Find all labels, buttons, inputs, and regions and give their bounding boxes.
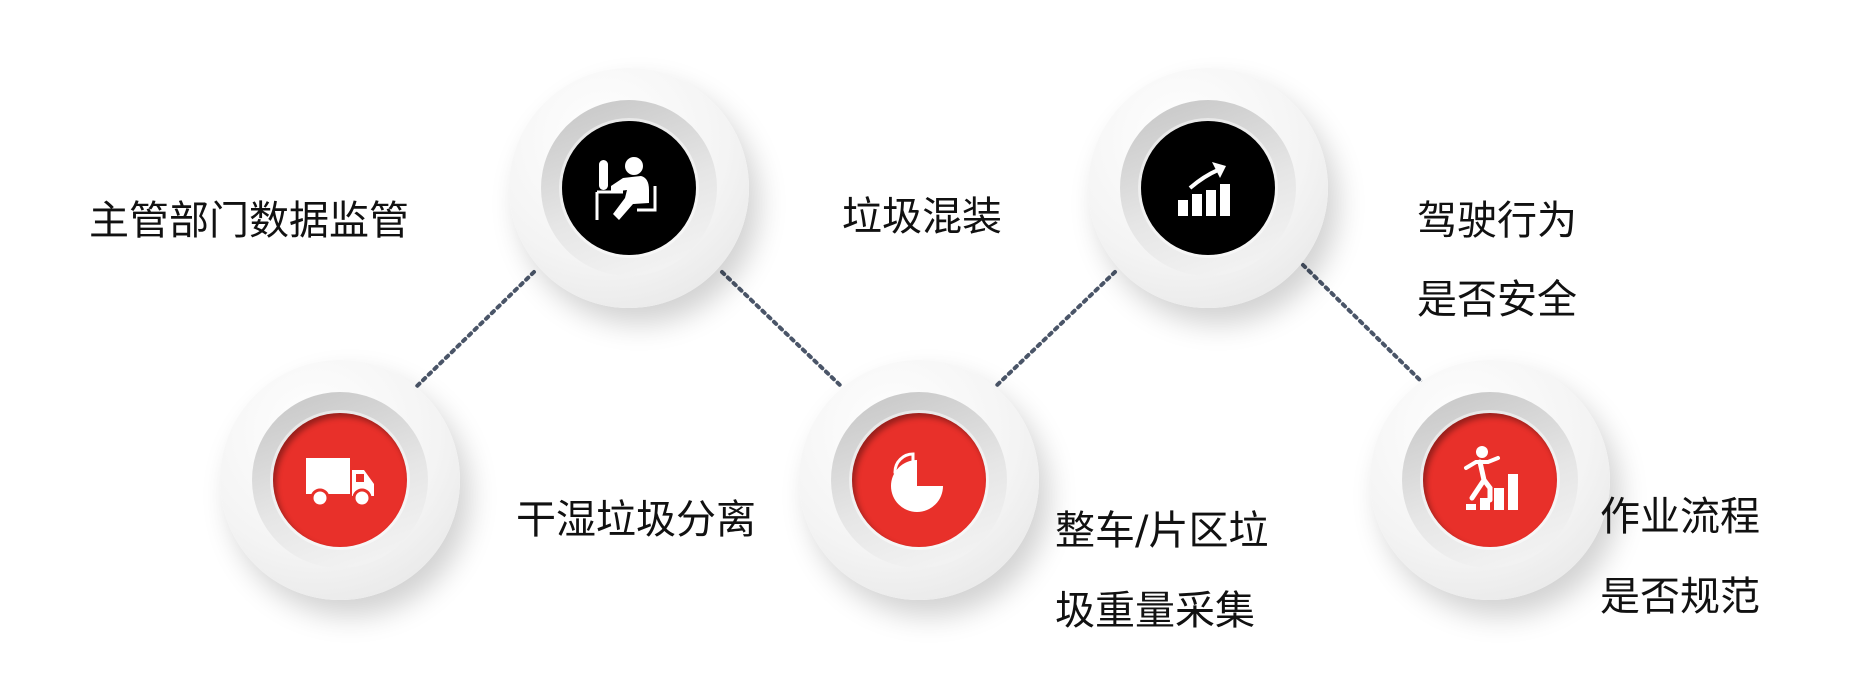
label-driving-1: 驾驶行为 [1417, 198, 1577, 244]
connector-line [992, 270, 1117, 390]
connector-line [1301, 263, 1430, 390]
connector-line [720, 270, 845, 390]
person-climbing-stairs-icon [1464, 446, 1518, 510]
label-process-2: 是否规范 [1600, 574, 1760, 620]
label-truck: 干湿垃圾分离 [516, 497, 756, 543]
label-weight-2: 圾重量采集 [1055, 588, 1255, 634]
label-weight-1: 整车/片区垃 [1055, 508, 1269, 554]
rising-bars-arrow-icon [1178, 162, 1230, 216]
pie-chart-icon [891, 452, 943, 512]
node-mixed [1088, 68, 1328, 308]
node-process [1370, 360, 1610, 600]
label-process-1: 作业流程 [1600, 494, 1760, 540]
person-at-desk-icon [595, 157, 657, 220]
node-supervision [509, 68, 749, 308]
label-supervision: 主管部门数据监管 [89, 198, 409, 244]
label-driving-2: 是否安全 [1417, 277, 1577, 323]
truck-icon [306, 458, 374, 508]
connector-line [413, 270, 536, 390]
node-truck [220, 360, 460, 600]
label-mixed: 垃圾混装 [842, 194, 1002, 240]
node-weight [799, 360, 1039, 600]
